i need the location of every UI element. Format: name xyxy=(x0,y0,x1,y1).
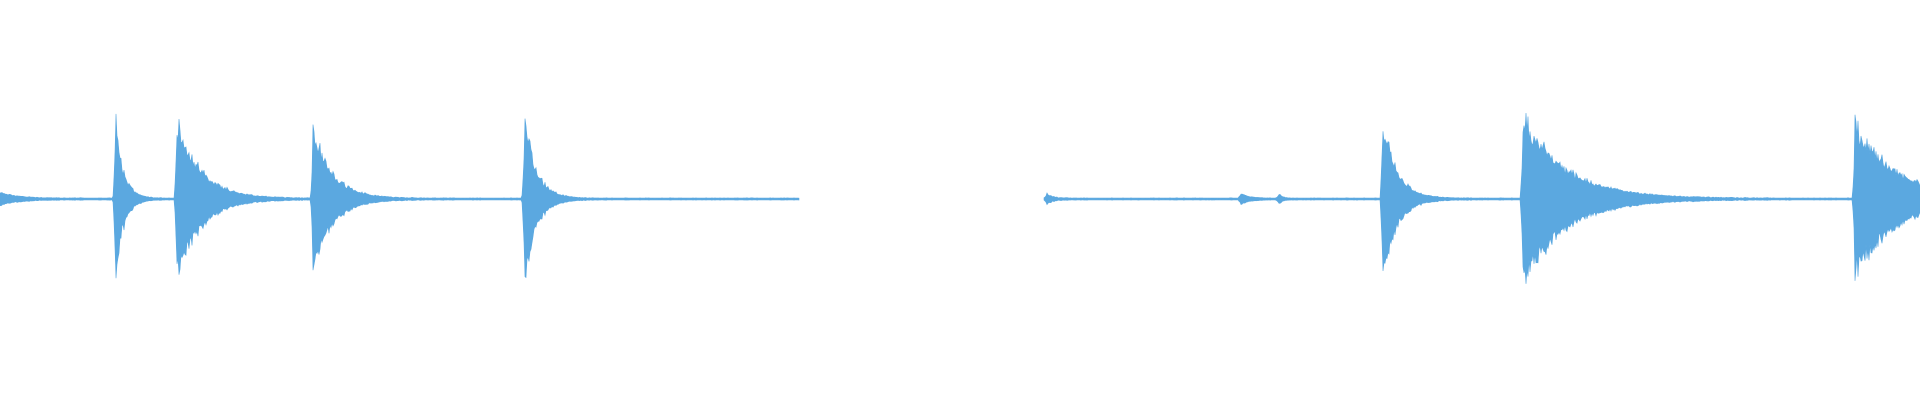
waveform-channel xyxy=(0,112,1920,284)
waveform-segment-1 xyxy=(0,113,800,279)
